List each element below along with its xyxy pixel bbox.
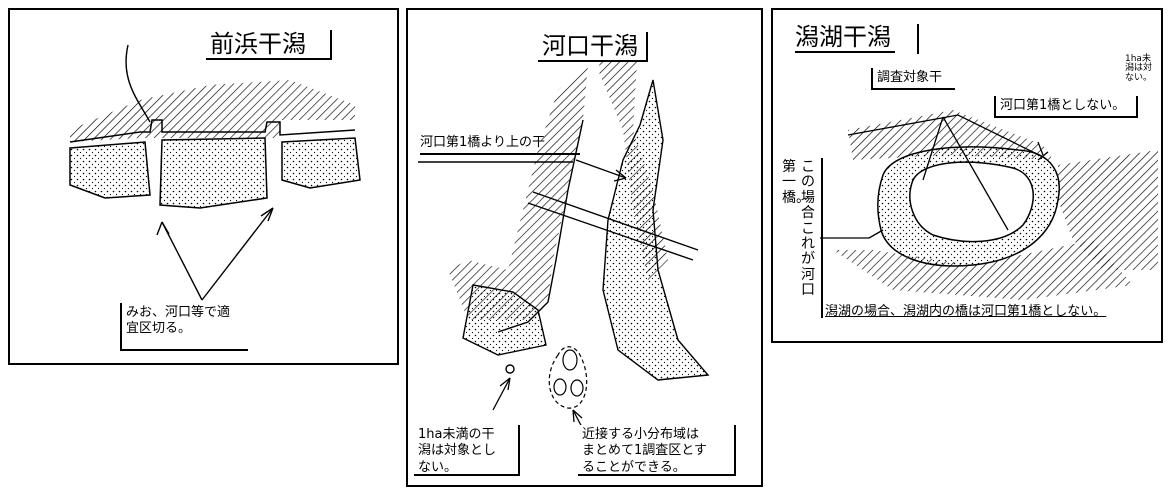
panel-kakou: 河口干潟 河口第1橋より上の干 1ha未満の干 潟は対象とし ない。 近接する小… (406, 8, 763, 487)
sekko-vertical-col1: 第一橋。 (782, 159, 810, 206)
kakou-illustration (418, 40, 710, 436)
sekko-vertical-col2: この場合これが河口 (801, 159, 815, 299)
kakou-small-note-line2: 潟は対象とし (418, 443, 497, 459)
sekko-side-note: 1ha未 潟は対 ない。 (1125, 54, 1153, 83)
sekko-bottom-note: 潟湖の場合、潟湖内の橋は河口第1橋としない。 (825, 304, 1107, 319)
kakou-small-note-line3: ない。 (418, 459, 458, 475)
maehama-note: みお、河口等で適 宜区切る。 (120, 303, 248, 351)
panel-maehama: 前浜干潟 みお、河口等で適 宜区切る。 (8, 8, 399, 365)
sekko-side-note-line2: 潟は対 (1125, 63, 1153, 74)
maehama-note-line1: みお、河口等で適 (126, 305, 231, 320)
kakou-bridge-note: 河口第1橋より上の干 (420, 135, 580, 156)
panel-sekko-title: 潟湖干潟 (795, 25, 895, 53)
kakou-group-note-line2: まとめて1調査区とす (582, 443, 707, 459)
maehama-note-line2: 宜区切る。 (126, 321, 192, 337)
sekko-illustration (820, 110, 1158, 300)
kakou-small-note: 1ha未満の干 潟は対象とし ない。 (414, 425, 520, 476)
sekko-vertical-box (779, 158, 823, 318)
sekko-bridge-note: 河口第1橋としない。 (994, 96, 1138, 119)
maehama-illustration (69, 44, 361, 301)
kakou-small-note-line1: 1ha未満の干 (418, 427, 495, 442)
sekko-target-label: 調査対象干 (871, 68, 955, 91)
sekko-side-note-line1: 1ha未 (1125, 54, 1151, 64)
sekko-title-mark (917, 24, 919, 54)
kakou-group-note-line3: ることができる。 (582, 459, 686, 475)
kakou-group-note: 近接する小分布域は まとめて1調査区とす ることができる。 (578, 425, 736, 476)
kakou-group-note-line1: 近接する小分布域は (582, 427, 700, 442)
panel-kakou-title: 河口干潟 (538, 32, 648, 62)
sekko-side-note-line3: ない。 (1125, 72, 1153, 83)
panel-maehama-title: 前浜干潟 (206, 30, 332, 60)
panel-sekko: 潟湖干潟 調査対象干 河口第1橋としない。 1ha未 潟は対 ない。 この場合こ… (771, 8, 1163, 343)
